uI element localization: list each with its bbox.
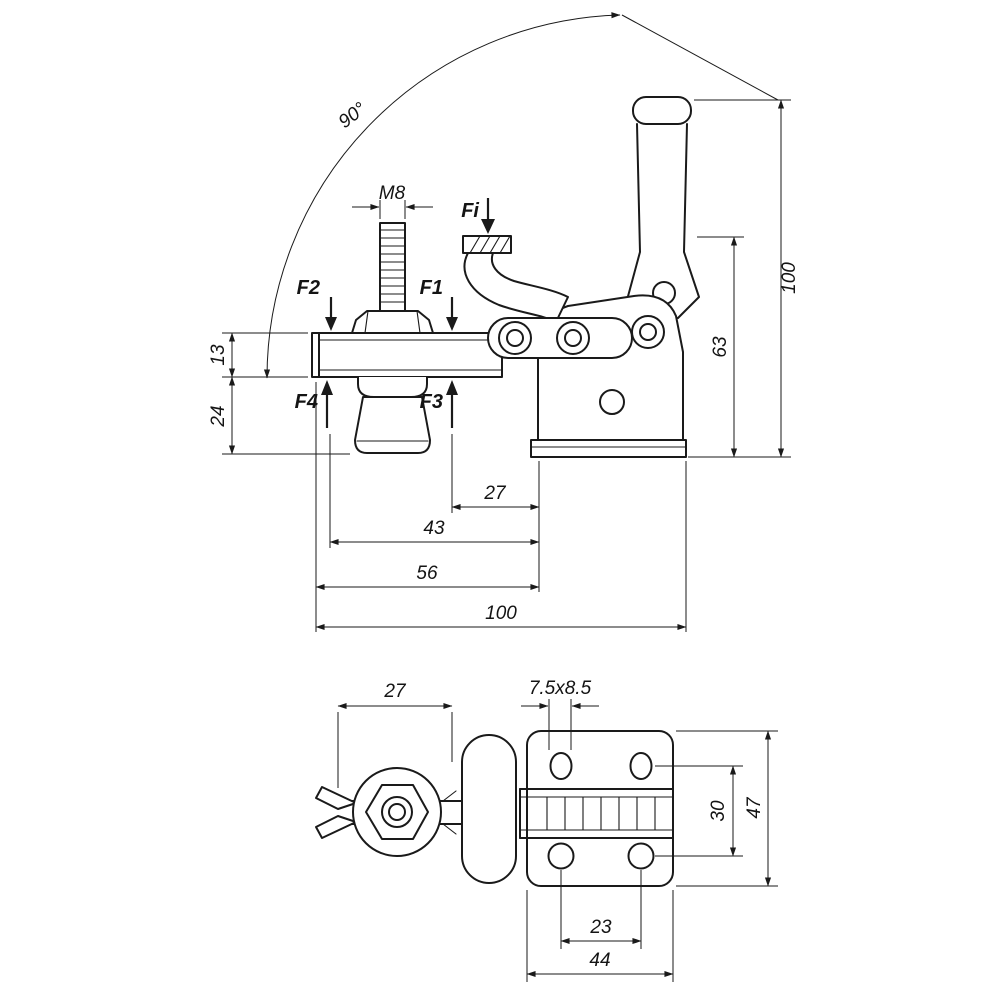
dim-total-height-label: 100 bbox=[779, 262, 800, 294]
force-f1-label: F1 bbox=[420, 277, 443, 299]
dim-spindle-offset-label: 27 bbox=[483, 483, 507, 504]
holddown-arm bbox=[462, 235, 569, 323]
slot-hole-upper-right bbox=[629, 752, 653, 780]
swing-angle-label: 90° bbox=[335, 98, 371, 132]
dim-plate-width-label: 44 bbox=[589, 950, 610, 971]
dim-hole-pitch-v-label: 30 bbox=[708, 800, 729, 822]
force-f3-label: F3 bbox=[420, 391, 443, 413]
hole-lower-left bbox=[547, 842, 575, 870]
force-f3-arrow bbox=[446, 380, 458, 395]
dim-fork-span: 27 bbox=[337, 681, 453, 788]
dim-arm-height-label: 13 bbox=[208, 344, 229, 366]
dim-plate-length-label: 47 bbox=[744, 796, 765, 819]
spindle-nut bbox=[351, 310, 434, 334]
dim-slot-size-label: 7.5x8.5 bbox=[529, 678, 592, 699]
dim-left: 13 24 bbox=[208, 332, 350, 455]
slot-hole-upper-left bbox=[549, 752, 573, 780]
base-flange bbox=[530, 439, 687, 458]
spindle-foot bbox=[354, 376, 431, 454]
force-fi-label: Fi bbox=[461, 200, 479, 222]
handle bbox=[626, 96, 700, 323]
thread-label: M8 bbox=[379, 183, 406, 204]
fork-tip-lower bbox=[315, 815, 357, 839]
dim-thread: M8 bbox=[352, 183, 433, 219]
force-f4-label: F4 bbox=[295, 391, 318, 413]
side-view: 90° bbox=[208, 12, 800, 632]
force-f2-label: F2 bbox=[297, 277, 320, 299]
top-view: 27 7.5x8.5 30 47 23 bbox=[315, 678, 778, 982]
handle-grip bbox=[632, 96, 692, 125]
hex-nut bbox=[365, 784, 429, 840]
dim-hole-pitch-h-label: 23 bbox=[589, 917, 612, 938]
dim-pivot-height-label: 63 bbox=[710, 336, 731, 358]
dim-fork-span-label: 27 bbox=[383, 681, 407, 702]
hole-lower-right bbox=[627, 842, 655, 870]
force-f2-arrow bbox=[325, 317, 337, 331]
force-f1-arrow bbox=[446, 317, 458, 331]
force-fi-arrow bbox=[481, 219, 495, 234]
spindle bbox=[379, 222, 406, 316]
dim-bottom: 27 43 56 100 bbox=[315, 382, 687, 632]
flange-nut-plan bbox=[352, 767, 442, 857]
dim-arm-reach-label: 43 bbox=[423, 518, 445, 539]
dim-foot-drop-label: 24 bbox=[208, 405, 229, 427]
handle-knob-plan bbox=[461, 734, 517, 884]
clamp-arm-bar bbox=[311, 332, 503, 378]
force-arrows: Fi F2 F1 F4 F3 bbox=[295, 198, 495, 428]
linkage bbox=[487, 317, 633, 359]
dim-plan-right: 30 47 bbox=[655, 730, 778, 887]
fork-tip-upper bbox=[315, 786, 357, 810]
dim-plan-bottom: 23 44 bbox=[526, 870, 674, 982]
main-pivot bbox=[631, 315, 665, 349]
clamp-arm-plan bbox=[519, 788, 673, 839]
force-f4-arrow bbox=[321, 380, 333, 395]
dim-total-length-label: 100 bbox=[485, 603, 517, 624]
dim-open-length-label: 56 bbox=[416, 563, 438, 584]
dim-slot-size: 7.5x8.5 bbox=[521, 678, 599, 750]
holddown-pad bbox=[462, 235, 512, 254]
mounting-holes bbox=[547, 752, 655, 870]
dim-right: 100 63 bbox=[688, 99, 800, 458]
